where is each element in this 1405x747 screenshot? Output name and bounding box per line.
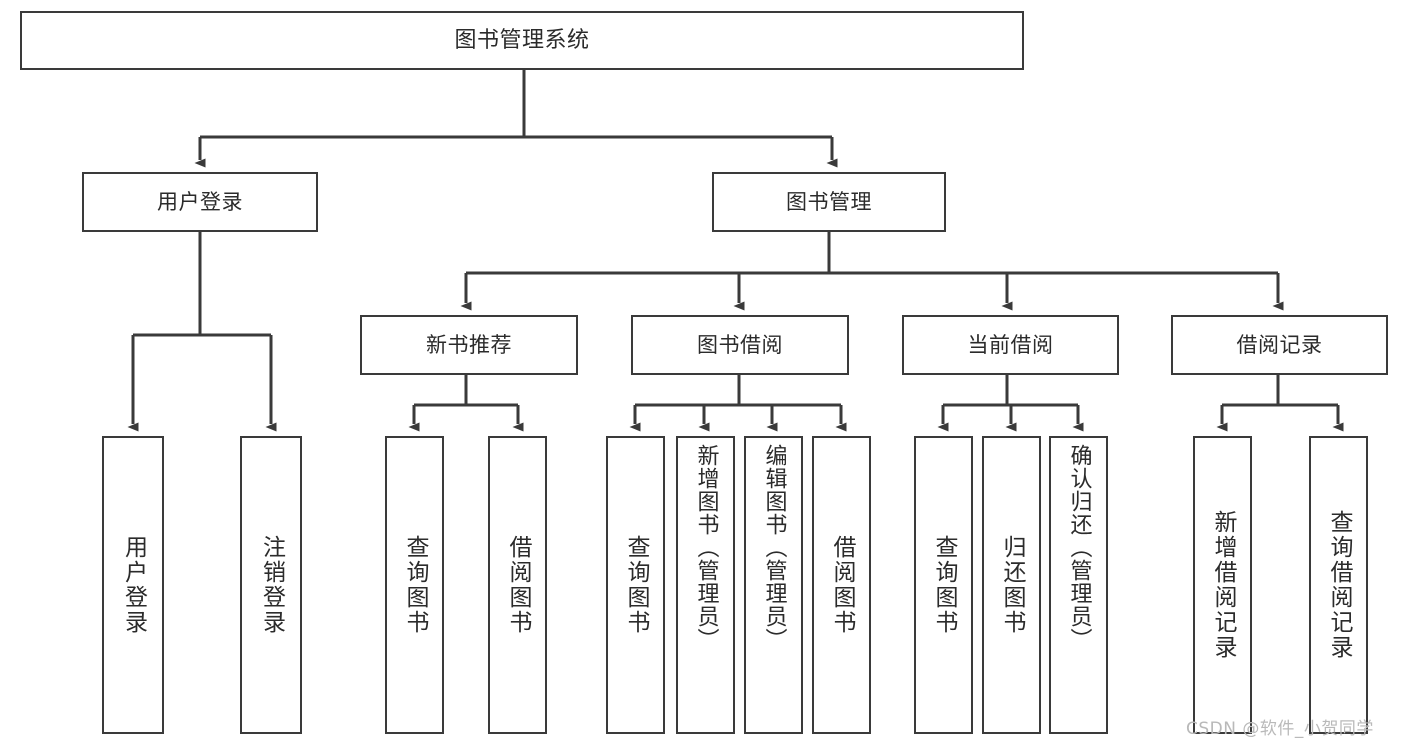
node-leaf-borrow-book-1[interactable]: 借阅图书 [488, 436, 547, 734]
node-leaf-confirm-return[interactable]: 确认归还（管理员） [1049, 436, 1108, 734]
node-label: 图书管理系统 [454, 27, 590, 53]
node-label: 用户登录 [157, 189, 243, 214]
node-book-manage[interactable]: 图书管理 [712, 172, 946, 232]
node-label: 查询图书 [402, 535, 428, 635]
node-leaf-borrow-book-2[interactable]: 借阅图书 [812, 436, 871, 734]
node-label: 借阅图书 [505, 535, 531, 635]
node-label: 用户登录 [120, 535, 147, 635]
node-leaf-user-logout[interactable]: 注销登录 [240, 436, 302, 734]
node-current-borrow[interactable]: 当前借阅 [902, 315, 1119, 375]
node-leaf-user-login[interactable]: 用户登录 [102, 436, 164, 734]
node-new-book-recommend[interactable]: 新书推荐 [360, 315, 578, 375]
node-leaf-add-record[interactable]: 新增借阅记录 [1193, 436, 1252, 734]
node-leaf-return-book[interactable]: 归还图书 [982, 436, 1041, 734]
node-label: 归还图书 [999, 535, 1025, 635]
csdn-watermark: CSDN @软件_小贺同学 [1186, 719, 1374, 739]
node-label: 借阅图书 [829, 535, 855, 635]
node-book-borrow[interactable]: 图书借阅 [631, 315, 849, 375]
node-borrow-record[interactable]: 借阅记录 [1171, 315, 1388, 375]
node-label: 新增图书（管理员） [693, 444, 719, 651]
node-leaf-add-book[interactable]: 新增图书（管理员） [676, 436, 735, 734]
node-leaf-query-record[interactable]: 查询借阅记录 [1309, 436, 1368, 734]
node-label: 新增借阅记录 [1210, 510, 1236, 660]
node-label: 编辑图书（管理员） [761, 444, 787, 651]
node-leaf-query-book-1[interactable]: 查询图书 [385, 436, 444, 734]
node-leaf-edit-book[interactable]: 编辑图书（管理员） [744, 436, 803, 734]
node-user-login[interactable]: 用户登录 [82, 172, 318, 232]
node-leaf-query-book-2[interactable]: 查询图书 [606, 436, 665, 734]
node-label: 借阅记录 [1236, 332, 1323, 357]
node-label: 查询图书 [931, 535, 957, 635]
node-leaf-query-book-3[interactable]: 查询图书 [914, 436, 973, 734]
node-label: 新书推荐 [426, 332, 512, 357]
node-label: 查询图书 [623, 535, 649, 635]
node-label: 查询借阅记录 [1326, 510, 1352, 660]
node-root-system[interactable]: 图书管理系统 [20, 11, 1024, 70]
node-label: 确认归还（管理员） [1066, 444, 1092, 651]
node-label: 当前借阅 [967, 332, 1054, 357]
node-label: 图书借阅 [697, 332, 783, 357]
node-label: 注销登录 [258, 535, 285, 635]
node-label: 图书管理 [786, 189, 872, 214]
